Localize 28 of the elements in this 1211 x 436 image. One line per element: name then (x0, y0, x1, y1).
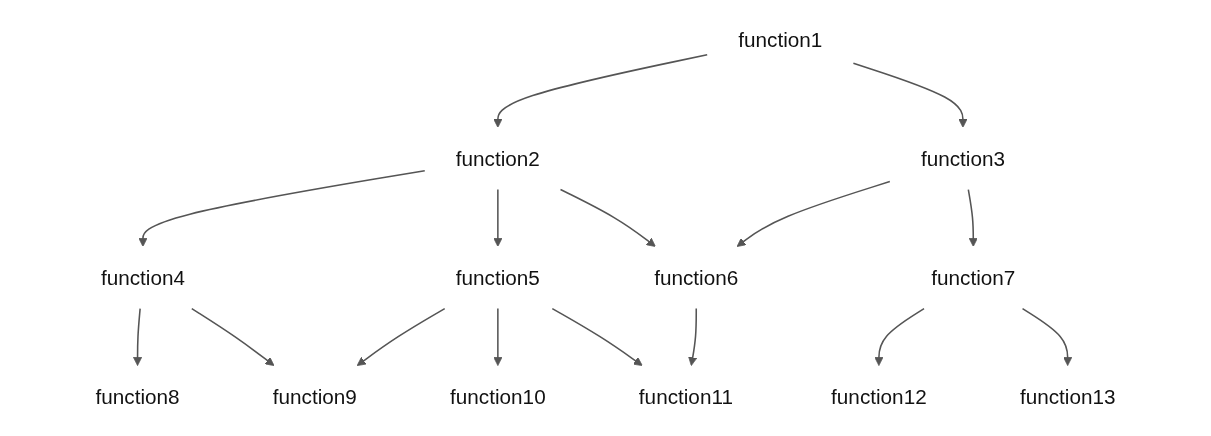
node-text: function3 (920, 147, 1005, 170)
arrow (493, 54, 708, 128)
arrow (493, 188, 503, 247)
arrow (356, 307, 446, 366)
arrow (736, 180, 891, 247)
arrow (191, 307, 275, 366)
node-text: function13 (1019, 385, 1116, 409)
node-text: function8 (95, 385, 180, 409)
node-text: function9 (272, 385, 357, 409)
node-text: function11 (638, 385, 733, 409)
arrow (1021, 307, 1073, 366)
node-text: function4 (100, 266, 185, 289)
node-text: function10 (450, 385, 546, 409)
node-text: function6 (654, 266, 739, 289)
arrow (852, 62, 968, 128)
node-text: function7 (931, 266, 1016, 289)
arrow (133, 307, 143, 366)
arrow (551, 307, 643, 366)
arrow (559, 188, 656, 247)
arrow (688, 307, 698, 366)
node-text: function1 (738, 27, 823, 51)
arrow (967, 188, 978, 247)
arrow (493, 307, 503, 366)
node-text: function2 (455, 147, 540, 170)
arrow (874, 307, 925, 366)
node-text: function5 (455, 266, 540, 289)
arrow (138, 169, 426, 247)
node-text: function12 (831, 385, 927, 409)
